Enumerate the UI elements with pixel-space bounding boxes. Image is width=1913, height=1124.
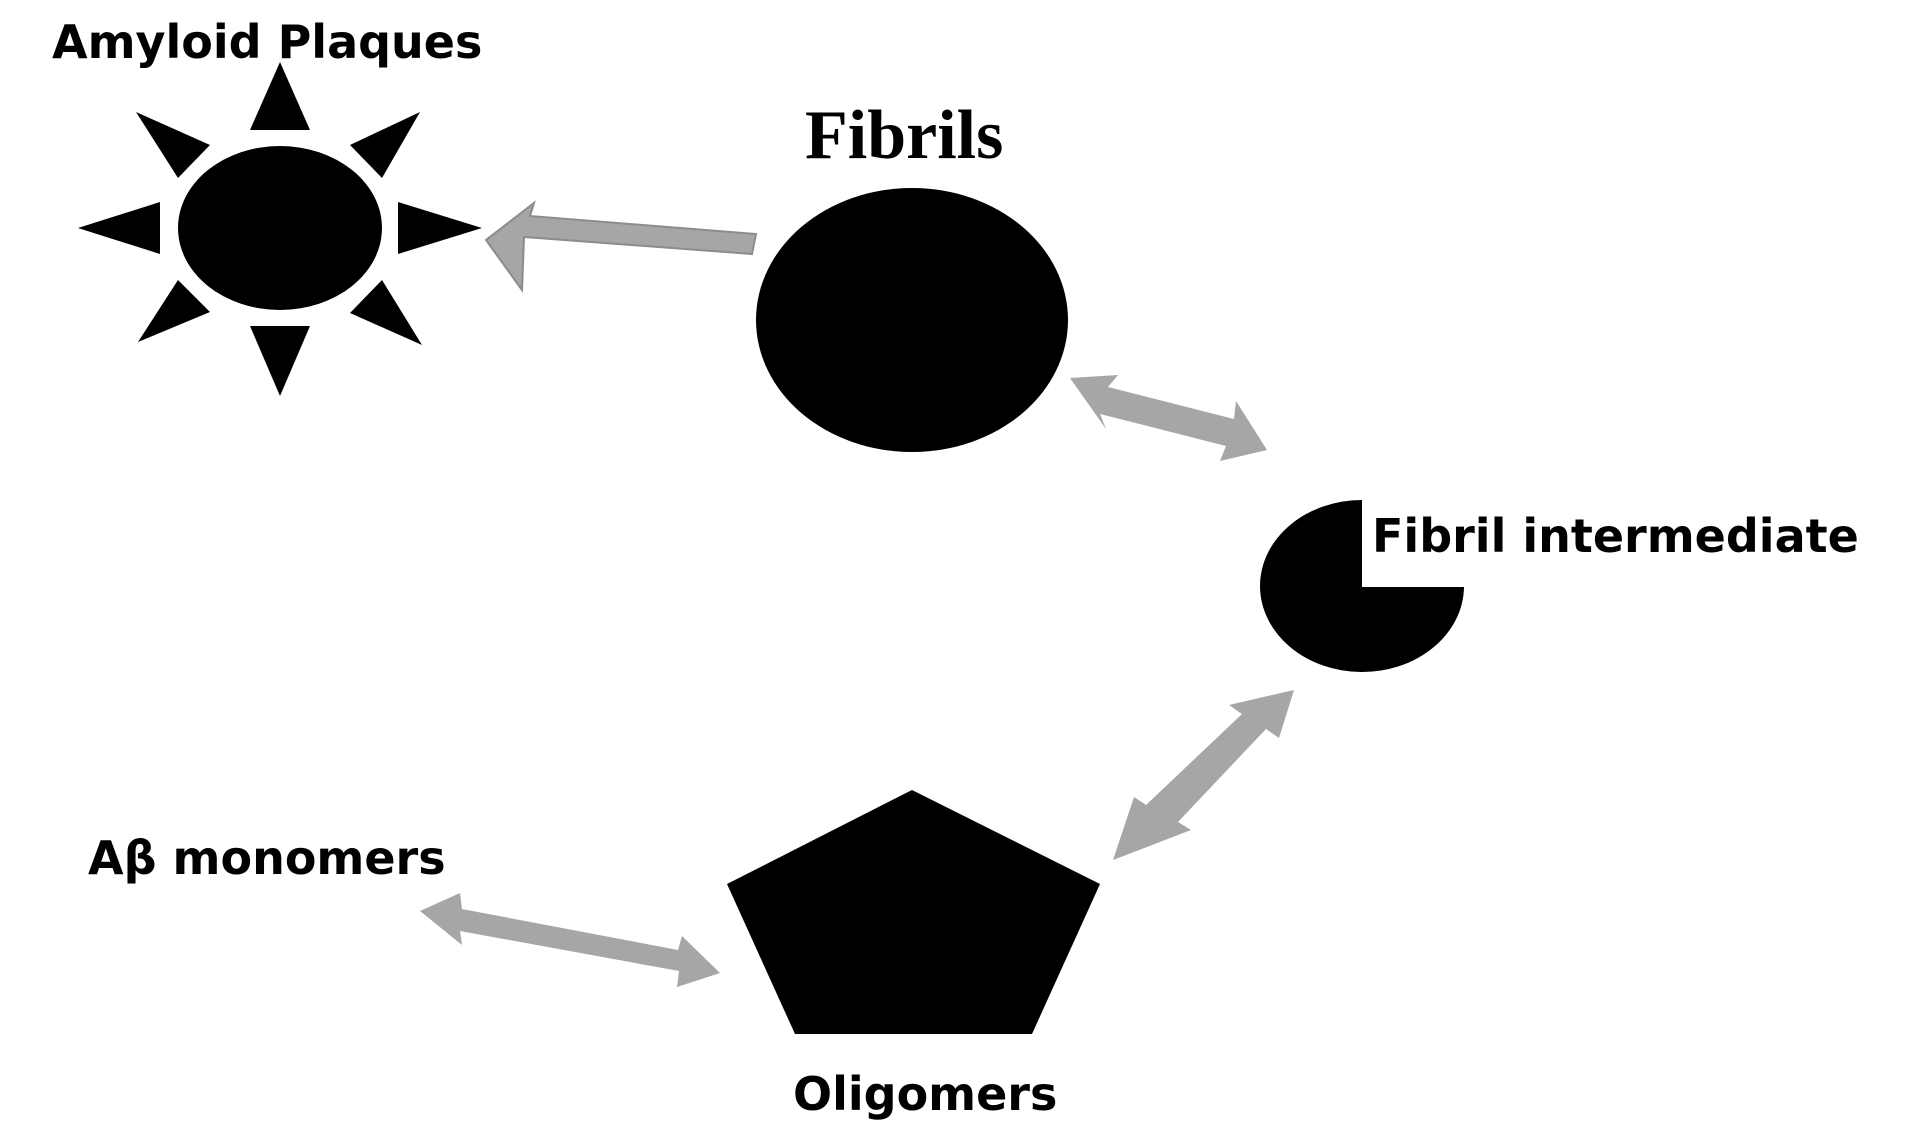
oligomers-label: Oligomers (793, 1067, 1057, 1121)
plaque-spike-left (78, 202, 160, 254)
fibrils-shape (756, 188, 1068, 452)
fibril-intermediate-shape (1260, 500, 1464, 672)
ab-monomers-label: Aβ monomers (88, 831, 446, 885)
plaque-spike-right (398, 202, 482, 254)
plaque-spike-bottom-left (138, 280, 210, 342)
fibrils-label: Fibrils (805, 97, 1003, 174)
plaque-spike-top-right (350, 112, 420, 178)
fibrils-to-plaques-arrow (484, 200, 758, 293)
monomers-oligomers-double-arrow (420, 893, 720, 987)
intermediate-oligomers-double-arrow (1113, 690, 1294, 860)
amyloid-plaques-label: Amyloid Plaques (52, 15, 482, 69)
plaque-spike-top (250, 62, 310, 130)
plaque-spike-top-left (136, 112, 210, 178)
amyloid-plaque-core (178, 146, 382, 310)
fibril-intermediate-label: Fibril intermediate (1372, 509, 1859, 563)
plaque-spike-bottom (250, 326, 310, 396)
amyloid-plaque-shape (78, 62, 482, 396)
plaque-spike-bottom-right (350, 280, 422, 345)
oligomers-shape (727, 790, 1100, 1034)
fibrils-intermediate-double-arrow (1070, 375, 1267, 461)
